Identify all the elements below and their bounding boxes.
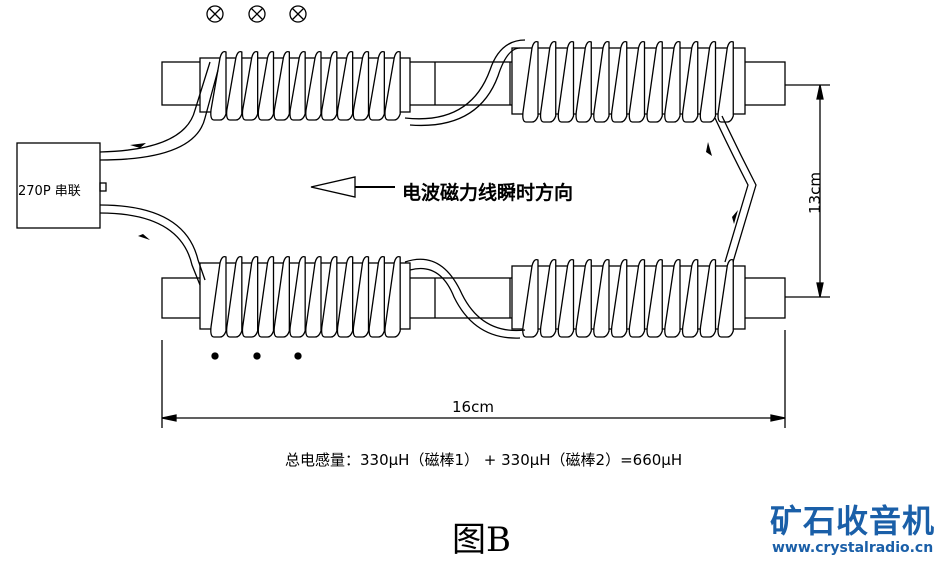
connecting-wires: [99, 39, 757, 339]
current-in-cross-icon: [248, 5, 266, 23]
ferrite-rod: [161, 277, 786, 319]
coil-winding: [511, 258, 746, 338]
coils: [199, 40, 746, 338]
current-in-cross-icon: [289, 5, 307, 23]
dimension-16cm: [161, 330, 786, 428]
width-dimension-label: 16cm: [452, 398, 494, 416]
height-dimension-label: 13cm: [806, 172, 824, 214]
current-out-dot-icon: [294, 352, 302, 360]
rods: [161, 61, 786, 319]
capacitor-box: [16, 142, 107, 229]
figure-label: 图B: [452, 520, 511, 560]
coil-winding: [511, 40, 746, 123]
direction-label: 电波磁力线瞬时方向: [402, 182, 574, 204]
current-symbols: [206, 5, 307, 360]
coil-winding: [199, 255, 411, 338]
coil-winding: [199, 50, 411, 121]
current-out-dot-icon: [211, 352, 219, 360]
direction-arrow-icon: [310, 176, 395, 198]
watermark-logo: 矿石收音机: [770, 502, 936, 540]
current-in-cross-icon: [206, 5, 224, 23]
capacitor-label: 270P 串联: [18, 184, 81, 199]
ferrite-rod: [161, 61, 786, 106]
total-inductance-text: 总电感量：330μH（磁棒1） + 330μH（磁棒2）=660μH: [285, 451, 683, 469]
watermark-url: www.crystalradio.cn: [772, 540, 934, 556]
current-arrows: [130, 142, 738, 240]
current-out-dot-icon: [253, 352, 261, 360]
dimension-13cm: [785, 84, 830, 298]
